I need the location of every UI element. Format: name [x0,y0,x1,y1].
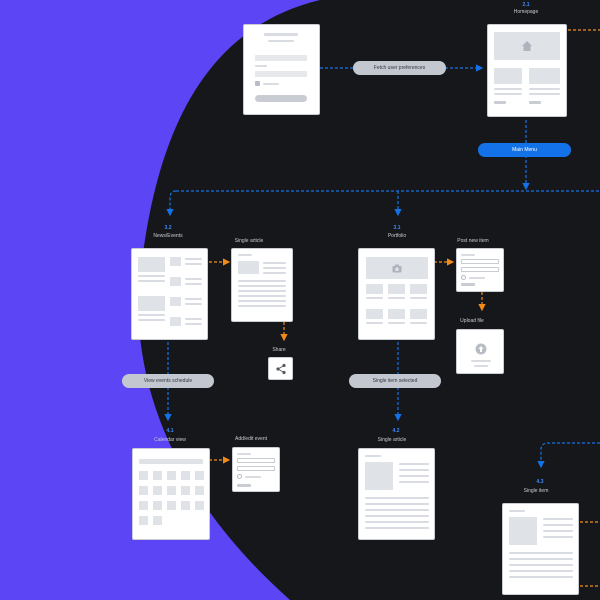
homepage-label: Homepage [513,9,539,15]
camera-icon [390,261,404,275]
calendar-view-card[interactable] [132,448,210,540]
portfolio-card[interactable] [358,248,435,340]
login-screen-card[interactable] [243,24,320,115]
single-item-label: Single item [523,488,549,494]
connector-to-news [166,190,177,217]
single-article-bottom-card[interactable] [358,448,435,540]
upload-file-card[interactable] [456,329,504,374]
home-icon [520,39,534,53]
main-menu-pill[interactable]: Main Menu [478,143,571,157]
single-item-number: 4.3 [536,479,544,485]
single-article-top-card[interactable] [231,248,293,322]
upload-file-label: Upload file [460,318,484,324]
add-edit-event-label: Add/edit event [235,436,267,442]
calendar-view-label: Calendar view [154,437,186,443]
fetch-user-preferences-pill: Fetch user preferences [353,61,446,75]
single-item-card[interactable] [502,503,579,595]
calendar-view-number: 4.1 [166,428,174,434]
post-new-item-label: Post new item [457,238,489,244]
share-icon [274,362,288,376]
news-events-label: News/Events [153,233,183,239]
portfolio-label: Portfolio [387,233,407,239]
single-article-bottom-label: Single article [377,437,407,443]
portfolio-number: 3.1 [393,225,401,231]
connector-to-single-item [537,442,600,469]
add-edit-event-card[interactable] [232,447,280,492]
single-item-selected-pill: Single item selected [349,374,441,388]
view-events-schedule-pill: View events schedule [122,374,214,388]
news-events-number: 3.2 [164,225,172,231]
homepage-number: 2.1 [522,2,530,8]
share-label: Share [272,347,286,353]
homepage-card[interactable] [487,24,567,117]
single-article-top-label: Single article [234,238,264,244]
upload-icon [474,342,488,356]
share-card[interactable] [268,357,293,380]
post-new-item-card[interactable] [456,248,504,292]
single-article-bottom-number: 4.2 [392,428,400,434]
news-events-card[interactable] [131,248,208,340]
